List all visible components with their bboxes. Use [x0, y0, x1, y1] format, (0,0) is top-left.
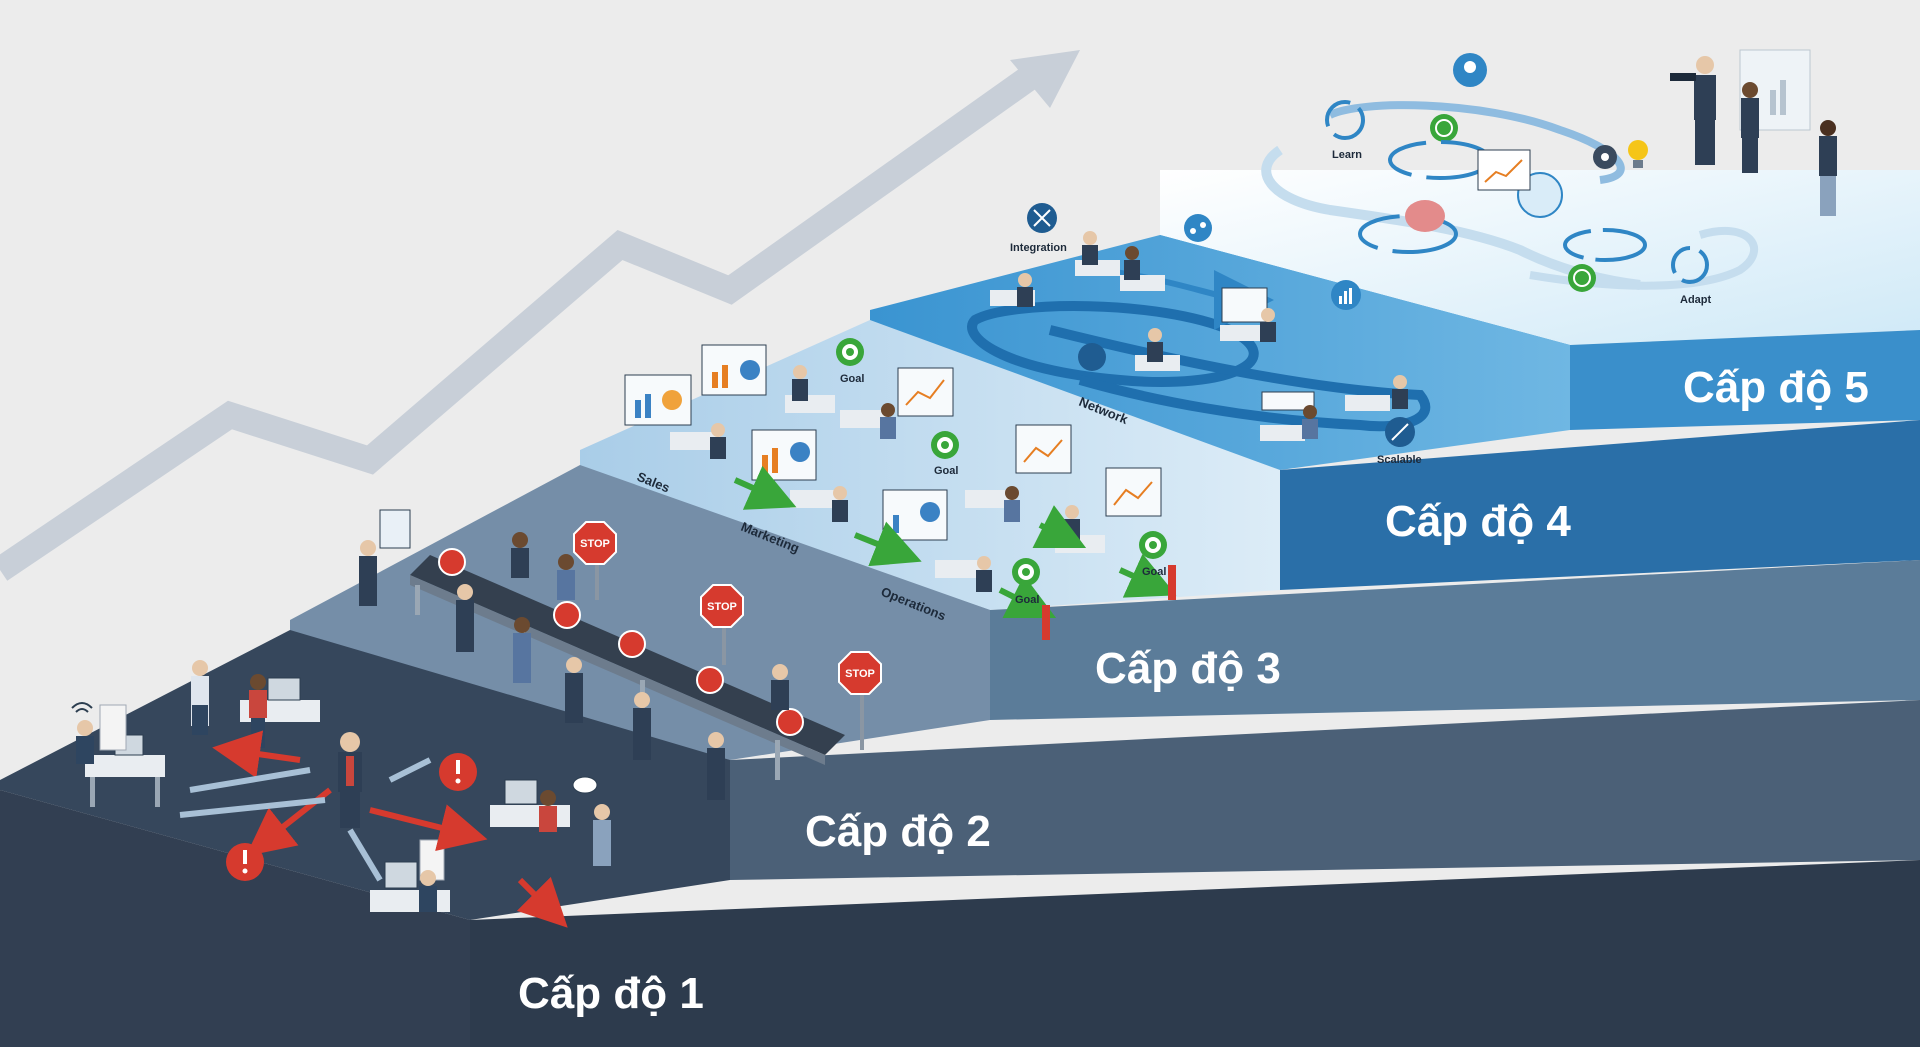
workstation — [990, 273, 1035, 307]
scalable-label: Scalable — [1377, 454, 1422, 466]
person — [419, 870, 437, 912]
stop-sign: STOP — [700, 584, 744, 665]
person — [359, 509, 411, 606]
integration-icon — [1027, 203, 1057, 233]
stop-sign: STOP — [838, 651, 882, 750]
person — [593, 804, 611, 866]
workstation — [785, 365, 835, 413]
cycle-icon — [1325, 100, 1365, 140]
dashboard-screen — [751, 429, 817, 481]
workstation — [670, 423, 726, 459]
chaos-arrows — [179, 730, 568, 928]
person — [1819, 120, 1837, 216]
level-3-label: Cấp độ 3 — [1095, 644, 1281, 693]
person — [191, 660, 209, 735]
finish-post — [1042, 605, 1050, 640]
lightbulb-icon — [1628, 140, 1648, 168]
level-2-conveyor-scene: STOP STOP STOP — [359, 509, 882, 800]
level-5-label: Cấp độ 5 — [1683, 363, 1869, 412]
workstation — [1220, 287, 1276, 342]
person — [513, 617, 531, 683]
workstation — [935, 556, 992, 592]
goal-target-icon: Goal — [1012, 558, 1040, 606]
speech-bubble-icon — [572, 776, 598, 794]
cycle-icon — [1568, 264, 1596, 292]
flow-arrows — [733, 465, 1177, 619]
person — [338, 732, 362, 828]
stop-sign-small — [776, 708, 804, 736]
level-2-label: Cấp độ 2 — [805, 807, 991, 856]
dashboard-screen — [1105, 467, 1162, 517]
integration-label: Integration — [1010, 242, 1067, 254]
wifi-icon — [71, 702, 93, 713]
person — [539, 790, 557, 832]
person — [511, 532, 529, 578]
brain-icon — [1405, 200, 1445, 232]
svg-text:STOP: STOP — [707, 601, 737, 613]
goal-target-icon: Goal — [1139, 531, 1167, 578]
workstation — [1075, 231, 1120, 276]
svg-text:Goal: Goal — [934, 465, 958, 477]
finish-post — [1168, 565, 1176, 600]
workstation — [1135, 328, 1180, 371]
dashboard-screen — [701, 344, 767, 396]
person — [1741, 82, 1759, 173]
analytics-board — [1477, 149, 1531, 191]
level-3-departments-scene: Goal Goal Goal Goal Sales Marketing Oper… — [624, 338, 1177, 640]
person — [249, 674, 267, 748]
cycle-icon — [1671, 246, 1709, 284]
level-4-label: Cấp độ 4 — [1385, 497, 1571, 546]
goal-target-icon: Goal — [931, 431, 959, 477]
svg-text:STOP: STOP — [580, 538, 610, 550]
growth-arrow — [0, 50, 1080, 581]
network-node-icon — [1078, 343, 1106, 371]
person — [76, 720, 94, 764]
stop-sign-small — [553, 601, 581, 629]
cycle-icon — [1563, 228, 1647, 262]
stop-sign: STOP — [573, 521, 617, 600]
cycle-icon — [1358, 214, 1458, 254]
dashboard-screen — [1015, 424, 1072, 474]
learn-label: Learn — [1332, 149, 1362, 161]
dashboard-screen — [624, 374, 692, 426]
adapt-label: Adapt — [1680, 294, 1712, 306]
svg-text:Goal: Goal — [840, 373, 864, 385]
workstation — [965, 486, 1020, 522]
person — [771, 664, 789, 710]
step-1 — [0, 630, 1920, 1047]
alert-icon — [226, 843, 264, 881]
stop-sign-small — [438, 548, 466, 576]
person — [565, 657, 583, 723]
person — [557, 554, 575, 600]
level-5-optimization-scene: Learn Adapt — [1261, 49, 1837, 306]
person-with-binoculars — [1670, 56, 1716, 165]
svg-text:STOP: STOP — [845, 668, 875, 680]
alert-icon — [439, 753, 477, 791]
workstation — [840, 403, 896, 439]
dashboard-screen — [897, 367, 954, 417]
stop-sign-small — [618, 630, 646, 658]
workstation — [1120, 246, 1165, 291]
lightbulb-icon — [1453, 53, 1487, 87]
share-icon — [1184, 214, 1212, 242]
goal-target-icon: Goal — [836, 338, 864, 385]
person — [456, 584, 474, 652]
chart-icon — [1331, 280, 1361, 310]
level-1-chaos-scene — [71, 660, 611, 928]
scalable-icon — [1385, 417, 1415, 447]
workstation — [1345, 375, 1408, 411]
svg-text:Goal: Goal — [1015, 594, 1039, 606]
dashboard-screen — [882, 489, 948, 541]
person — [633, 692, 651, 760]
workstation — [790, 486, 848, 522]
svg-text:Goal: Goal — [1142, 566, 1166, 578]
level-1-label: Cấp độ 1 — [518, 969, 704, 1018]
workstation — [1260, 391, 1318, 441]
person — [707, 732, 725, 800]
gear-icon — [1593, 145, 1617, 169]
cycle-icon — [1430, 114, 1458, 142]
stop-sign-small — [696, 666, 724, 694]
